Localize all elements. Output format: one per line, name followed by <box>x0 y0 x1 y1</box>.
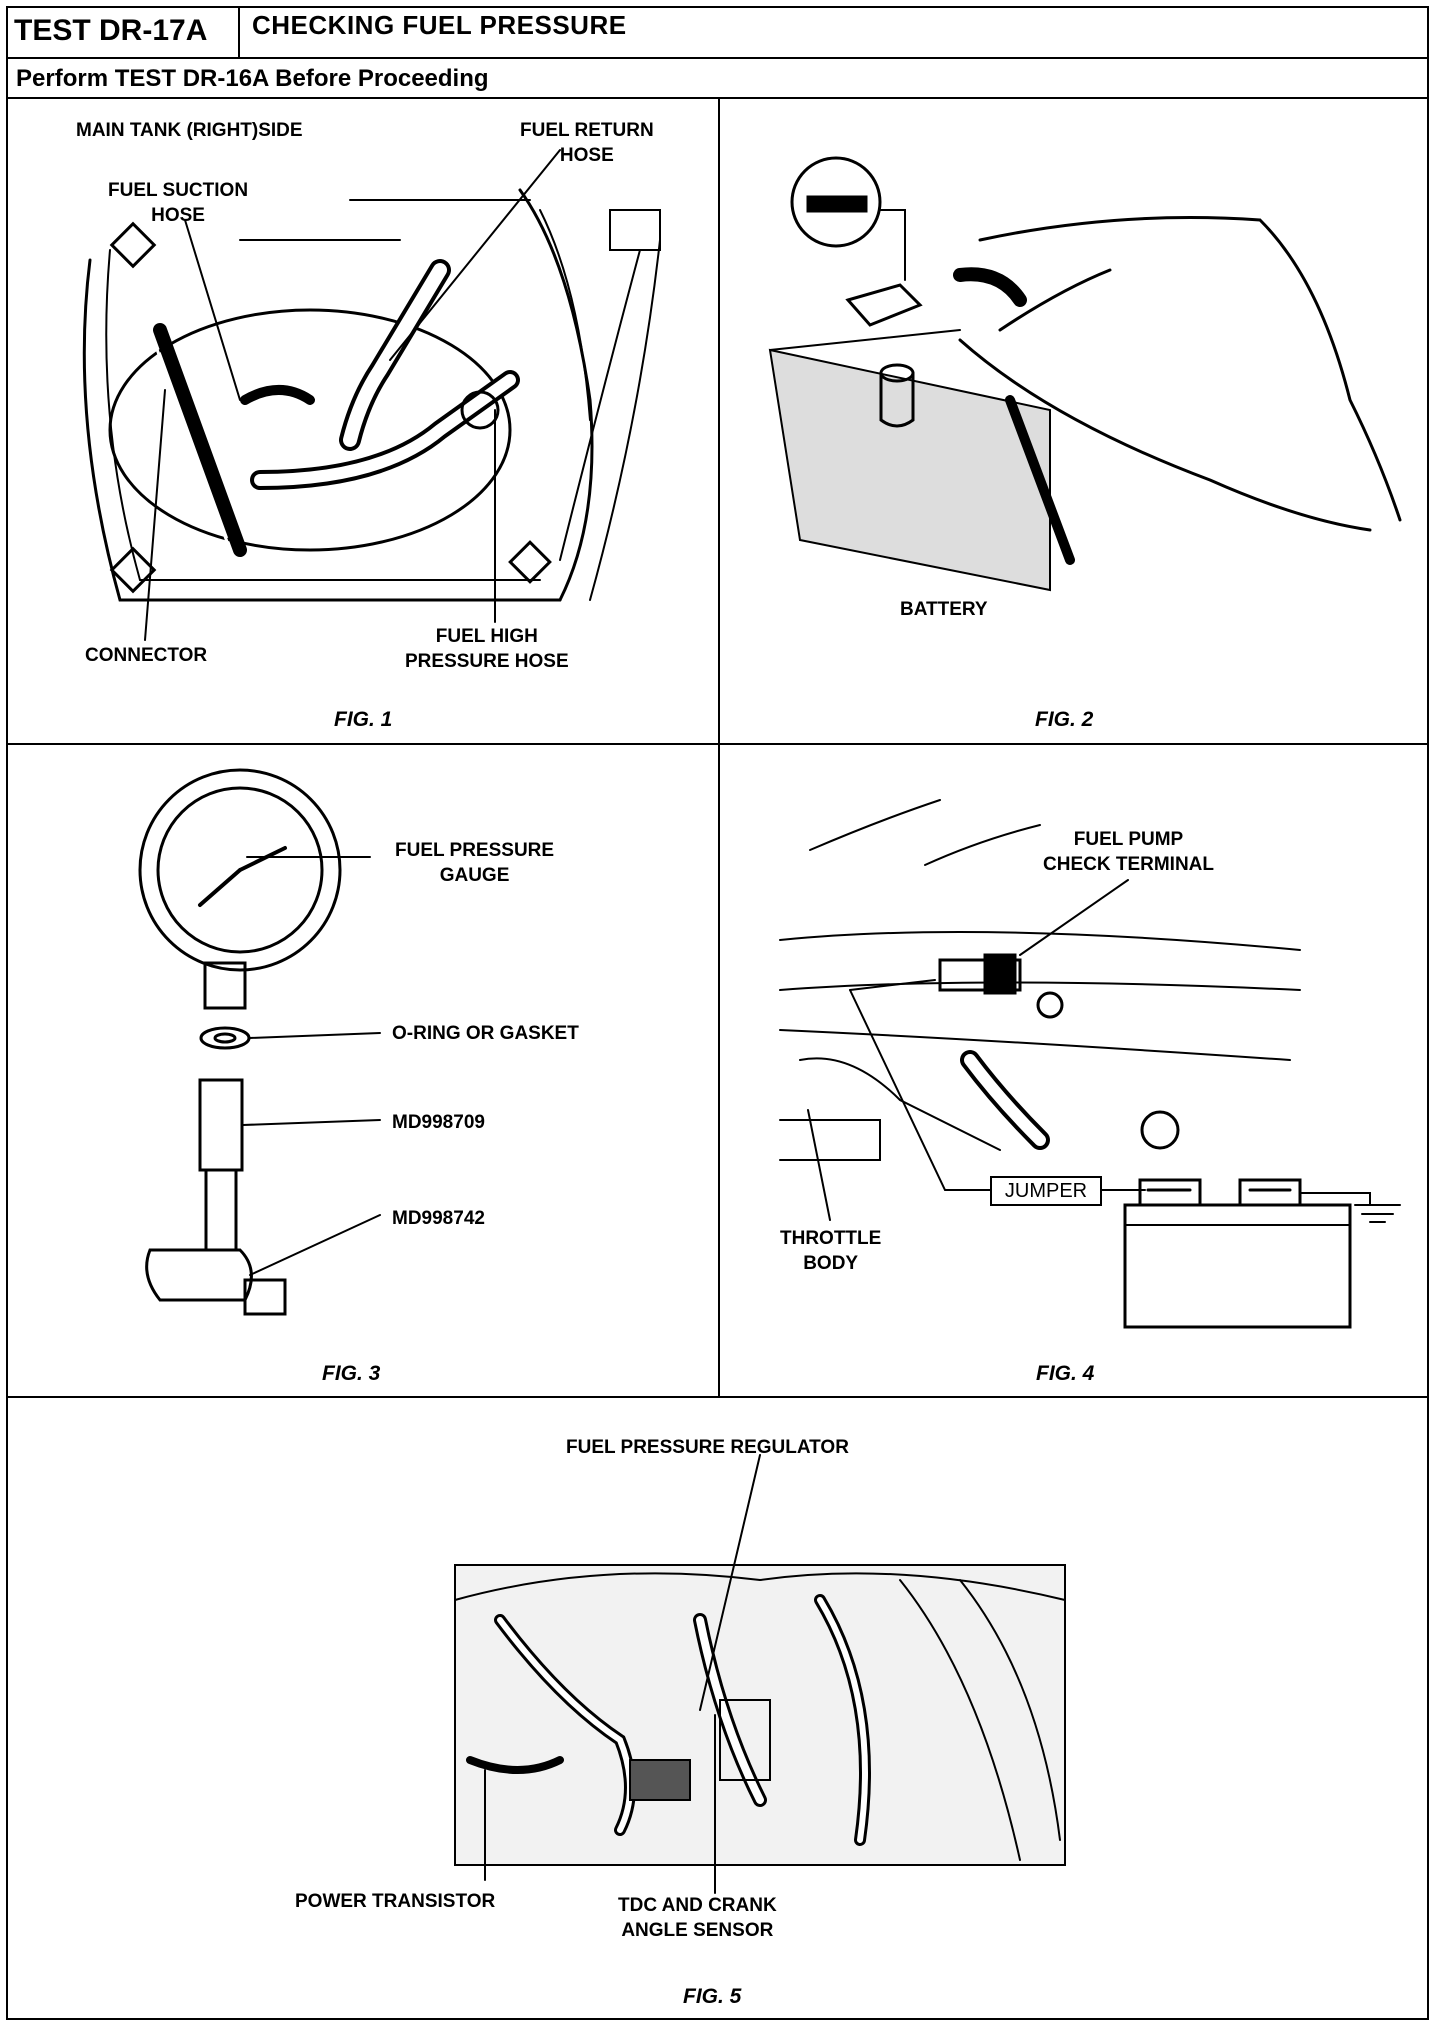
header-row: TEST DR-17A CHECKING FUEL PRESSURE <box>6 6 1429 59</box>
fig1-high-pressure-label: FUEL HIGH PRESSURE HOSE <box>405 624 569 674</box>
fig3-part2-label: MD998742 <box>392 1208 485 1229</box>
fig3-drawing <box>138 768 381 1316</box>
prerequisite-text: Perform TEST DR-16A Before Proceeding <box>16 65 489 92</box>
fig1-main-tank-label: MAIN TANK (RIGHT)SIDE <box>76 120 303 141</box>
fig3-gauge-line2: GAUGE <box>439 865 510 886</box>
fig1-drawing <box>82 149 661 641</box>
fig4-drawing <box>779 799 1401 1329</box>
fig1-caption: FIG. 1 <box>334 708 393 731</box>
fig4-jumper-box: JUMPER <box>990 1176 1102 1206</box>
fig4-terminal-line2: CHECK TERMINAL <box>1043 854 1214 875</box>
fig5-drawing <box>454 1454 1066 1894</box>
fig2-battery-label: BATTERY <box>900 599 988 620</box>
test-id: TEST DR-17A <box>6 6 240 59</box>
fig1-suction-hose-line1: FUEL SUCTION <box>108 180 249 201</box>
fig1-high-pressure-line1: FUEL HIGH <box>435 626 538 647</box>
prerequisite-row: Perform TEST DR-16A Before Proceeding <box>6 59 1429 99</box>
fig1-high-pressure-line2: PRESSURE HOSE <box>405 651 569 672</box>
fig4-terminal-label: FUEL PUMP CHECK TERMINAL <box>1043 827 1214 877</box>
fig3-oring-label: O-RING OR GASKET <box>392 1023 579 1044</box>
fig1-return-hose-label: FUEL RETURN HOSE <box>520 118 654 168</box>
fig3-gauge-label: FUEL PRESSURE GAUGE <box>395 838 554 888</box>
fig5-caption: FIG. 5 <box>683 1985 742 2008</box>
page-frame <box>6 6 1429 2020</box>
fig3-part1-label: MD998709 <box>392 1112 485 1133</box>
fig5-sensor-line2: ANGLE SENSOR <box>621 1920 774 1941</box>
fig5-sensor-label: TDC AND CRANK ANGLE SENSOR <box>618 1893 777 1943</box>
grid-divider-row2 <box>6 1396 1429 1398</box>
fig4-caption: FIG. 4 <box>1036 1362 1095 1385</box>
fig2-caption: FIG. 2 <box>1035 708 1094 731</box>
fig4-terminal-line1: FUEL PUMP <box>1073 829 1184 850</box>
fig1-suction-hose-label: FUEL SUCTION HOSE <box>108 178 248 228</box>
fig5-regulator-label: FUEL PRESSURE REGULATOR <box>566 1437 849 1458</box>
fig1-return-hose-line1: FUEL RETURN <box>520 120 654 141</box>
fig5-transistor-label: POWER TRANSISTOR <box>295 1891 496 1912</box>
fig3-caption: FIG. 3 <box>322 1362 381 1385</box>
fig1-return-hose-line2: HOSE <box>559 145 614 166</box>
grid-divider-vertical <box>718 99 720 1396</box>
fig1-suction-hose-line2: HOSE <box>151 205 205 226</box>
grid-divider-row1 <box>6 743 1429 745</box>
fig4-throttle-label: THROTTLE BODY <box>780 1226 881 1276</box>
fig4-throttle-line2: BODY <box>803 1253 859 1274</box>
fig4-throttle-line1: THROTTLE <box>780 1228 882 1249</box>
fig5-sensor-line1: TDC AND CRANK <box>618 1895 777 1916</box>
fig2-drawing <box>768 156 1402 592</box>
test-title: CHECKING FUEL PRESSURE <box>252 10 627 40</box>
fig1-connector-label: CONNECTOR <box>85 645 208 666</box>
fig3-gauge-line1: FUEL PRESSURE <box>395 840 555 861</box>
